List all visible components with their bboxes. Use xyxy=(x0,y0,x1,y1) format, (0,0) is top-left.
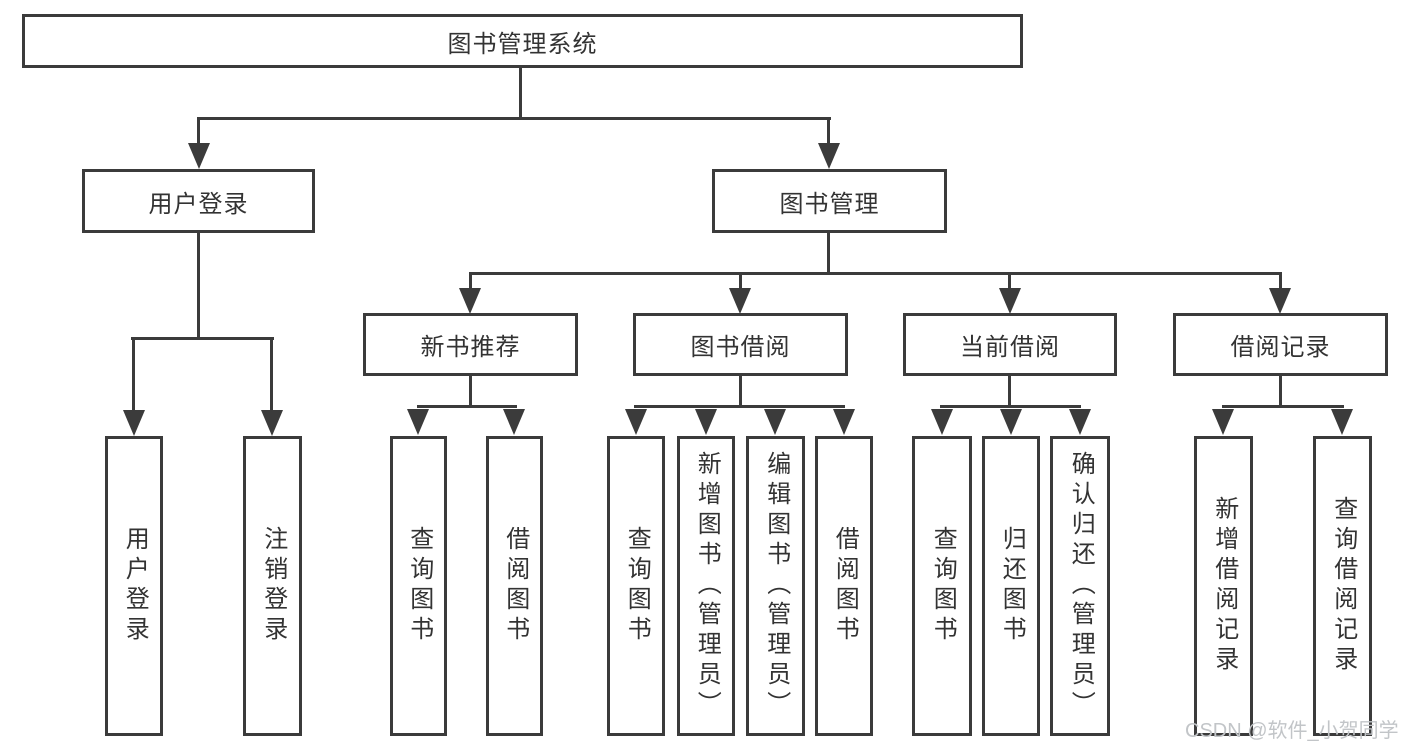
connector-line xyxy=(827,117,830,145)
connector-line xyxy=(940,405,1081,408)
connector-line xyxy=(1279,272,1282,288)
leaf-borrow-borrow-label: 借阅图书 xyxy=(831,526,859,646)
leaf-record-add-label: 新增借阅记录 xyxy=(1210,496,1238,676)
node-book-borrow-label: 图书借阅 xyxy=(690,334,791,361)
leaf-current-confirm: 确认归还（管理员） xyxy=(1050,436,1110,736)
leaf-record-query-label: 查询借阅记录 xyxy=(1329,496,1357,676)
arrowhead-down xyxy=(729,288,751,314)
leaf-logout-label: 注销登录 xyxy=(259,526,287,646)
arrowhead-down xyxy=(123,410,145,436)
leaf-logout: 注销登录 xyxy=(243,436,302,736)
connector-line xyxy=(197,117,831,120)
leaf-newbook-query: 查询图书 xyxy=(390,436,447,736)
node-root-label: 图书管理系统 xyxy=(447,30,598,58)
leaf-current-return-label: 归还图书 xyxy=(998,526,1026,646)
connector-line xyxy=(270,337,273,412)
node-borrow-record: 借阅记录 xyxy=(1173,313,1388,376)
leaf-current-query-label: 查询图书 xyxy=(929,526,957,646)
arrowhead-down xyxy=(503,409,525,435)
arrowhead-down xyxy=(1212,409,1234,435)
arrowhead-down xyxy=(1269,288,1291,314)
connector-line xyxy=(132,337,135,412)
node-current-borrow-label: 当前借阅 xyxy=(960,334,1060,361)
node-user-login-label: 用户登录 xyxy=(148,190,249,218)
connector-line xyxy=(469,272,472,288)
arrowhead-down xyxy=(999,288,1021,314)
leaf-newbook-query-label: 查询图书 xyxy=(405,526,433,646)
arrowhead-down xyxy=(818,143,840,169)
connector-line xyxy=(1008,374,1011,408)
node-book-management-label: 图书管理 xyxy=(779,190,880,218)
leaf-borrow-edit: 编辑图书（管理员） xyxy=(746,436,805,736)
connector-line xyxy=(1008,272,1011,288)
arrowhead-down xyxy=(1069,409,1091,435)
connector-line xyxy=(1279,374,1282,408)
leaf-borrow-add-label: 新增图书（管理员） xyxy=(693,451,721,721)
leaf-borrow-add: 新增图书（管理员） xyxy=(677,436,735,736)
node-book-management: 图书管理 xyxy=(712,169,947,233)
arrowhead-down xyxy=(695,409,717,435)
node-current-borrow: 当前借阅 xyxy=(903,313,1117,376)
connector-line xyxy=(197,232,200,339)
connector-line xyxy=(469,272,1282,275)
node-borrow-record-label: 借阅记录 xyxy=(1230,334,1331,361)
connector-line xyxy=(827,232,830,274)
leaf-borrow-query: 查询图书 xyxy=(607,436,665,736)
node-book-borrow: 图书借阅 xyxy=(633,313,848,376)
arrowhead-down xyxy=(931,409,953,435)
connector-line xyxy=(417,405,517,408)
connector-line xyxy=(519,67,522,119)
leaf-user-login-label: 用户登录 xyxy=(121,526,149,646)
node-new-book-recommend-label: 新书推荐 xyxy=(420,334,521,361)
arrowhead-down xyxy=(1000,409,1022,435)
leaf-newbook-borrow: 借阅图书 xyxy=(486,436,543,736)
connector-line xyxy=(739,272,742,288)
leaf-record-add: 新增借阅记录 xyxy=(1194,436,1253,736)
leaf-current-return: 归还图书 xyxy=(982,436,1040,736)
connector-line xyxy=(1222,405,1344,408)
arrowhead-down xyxy=(407,409,429,435)
arrowhead-down xyxy=(261,410,283,436)
leaf-borrow-edit-label: 编辑图书（管理员） xyxy=(762,451,790,721)
node-root: 图书管理系统 xyxy=(22,14,1023,68)
leaf-current-confirm-label: 确认归还（管理员） xyxy=(1067,451,1095,721)
csdn-watermark: CSDN @软件_小贺同学 xyxy=(1185,720,1399,742)
leaf-user-login: 用户登录 xyxy=(105,436,163,736)
leaf-borrow-query-label: 查询图书 xyxy=(623,526,651,646)
arrowhead-down xyxy=(764,409,786,435)
connector-line xyxy=(739,374,742,408)
arrowhead-down xyxy=(625,409,647,435)
leaf-current-query: 查询图书 xyxy=(912,436,972,736)
node-user-login: 用户登录 xyxy=(82,169,315,233)
arrowhead-down xyxy=(188,143,210,169)
arrowhead-down xyxy=(833,409,855,435)
node-new-book-recommend: 新书推荐 xyxy=(363,313,578,376)
connector-line xyxy=(634,405,845,408)
arrowhead-down xyxy=(459,288,481,314)
connector-line xyxy=(131,337,274,340)
connector-line xyxy=(469,374,472,408)
arrowhead-down xyxy=(1331,409,1353,435)
connector-line xyxy=(197,117,200,145)
leaf-newbook-borrow-label: 借阅图书 xyxy=(501,526,529,646)
leaf-record-query: 查询借阅记录 xyxy=(1313,436,1372,736)
leaf-borrow-borrow: 借阅图书 xyxy=(815,436,873,736)
